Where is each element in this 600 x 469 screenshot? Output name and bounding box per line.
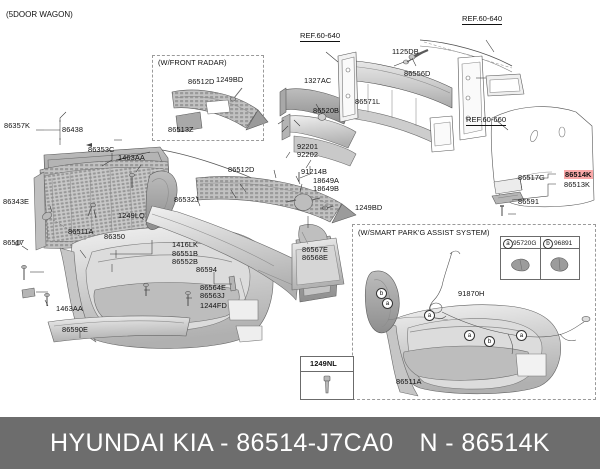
spas-inset [352, 224, 596, 400]
front-radar-inset-title: (W/FRONT RADAR) [158, 58, 227, 67]
footer-separator: - [220, 428, 229, 457]
footer-part-number: 86514-J7CA0 [236, 428, 394, 457]
variant-title: (5DOOR WAGON) [6, 10, 73, 19]
callout-92202: 92202 [297, 150, 319, 159]
callout-86520B: 86520B [313, 106, 340, 115]
spas-legend-divider-v [540, 236, 541, 280]
callout-1463AA-top: 1463AA [118, 153, 145, 162]
footer-banner: HYUNDAI KIA - 86514-J7CA0 N - 86514K [0, 417, 600, 469]
callout-18649A: 18649A [313, 176, 340, 185]
bolt-box-divider [300, 371, 354, 372]
spas-inset-title: (W/SMART PARK'G ASSIST SYSTEM) [358, 228, 490, 237]
spas-marker-b-2: b [484, 336, 495, 347]
callout-86594: 86594 [196, 265, 218, 274]
callout-1244FD: 1244FD [200, 301, 227, 310]
callout-86514K-highlighted[interactable]: 86514K [564, 170, 593, 180]
callout-86513K: 86513K [564, 180, 591, 189]
callout-91870H: 91870H [458, 289, 485, 298]
spas-legend-code-b: 96891 [554, 240, 573, 247]
reference-60-640-left[interactable]: REF.60-640 [300, 31, 341, 42]
spas-legend-code-a: 95720G [513, 240, 537, 247]
footer-brand: HYUNDAI KIA [49, 428, 213, 457]
callout-1249BD-radar: 1249BD [216, 75, 244, 84]
callout-86350: 86350 [104, 232, 126, 241]
bolt-icon [323, 375, 331, 394]
highlight-86514K: 86514K [564, 170, 593, 179]
callout-1125DB: 1125DB [392, 47, 419, 56]
spas-legend-key-a: a [503, 239, 513, 249]
callout-1249LQ: 1249LQ [118, 211, 145, 220]
spas-marker-a-1: a [382, 298, 393, 309]
callout-1416LK: 1416LK [172, 240, 199, 249]
reference-60-660[interactable]: REF.60-660 [466, 115, 507, 126]
callout-86511A-left: 86511A [68, 227, 94, 236]
footer-n-prefix: N - [419, 428, 455, 457]
callout-92201: 92201 [297, 142, 319, 151]
callout-86512D-center: 86512D [228, 165, 255, 174]
front-radar-inset [152, 55, 264, 141]
callout-86564E: 86564E [200, 283, 227, 292]
callout-1249BD-center: 1249BD [355, 203, 383, 212]
footer-text: HYUNDAI KIA - 86514-J7CA0 N - 86514K [50, 429, 550, 458]
callout-86343E: 86343E [3, 197, 30, 206]
callout-86517G: 86517G [518, 173, 545, 182]
callout-86353C: 86353C [88, 145, 115, 154]
spas-marker-a-4: a [516, 330, 527, 341]
callout-86357K: 86357K [4, 121, 31, 130]
spas-legend-sensor-icons [511, 257, 569, 272]
callout-86591: 86591 [518, 197, 540, 206]
callout-86571L: 86571L [355, 97, 381, 106]
spas-marker-a-2: a [424, 310, 435, 321]
callout-18649B: 18649B [313, 184, 340, 193]
footer-n-code: 86514K [461, 428, 550, 457]
callout-1249NL: 1249NL [310, 359, 337, 368]
reference-60-640-right[interactable]: REF.60-640 [462, 14, 503, 25]
callout-86551B: 86551B [172, 249, 199, 258]
callout-86590E: 86590E [62, 325, 89, 334]
spas-legend-key-b: b [543, 239, 553, 249]
callout-86438: 86438 [62, 125, 84, 134]
callout-86563J: 86563J [200, 291, 225, 300]
callout-86567E: 86567E [302, 245, 329, 254]
callout-86517: 86517 [3, 238, 25, 247]
callout-86532J: 86532J [174, 195, 199, 204]
callout-86513Z: 86513Z [168, 125, 194, 134]
callout-1327AC: 1327AC [304, 76, 332, 85]
callout-86511A-spas: 86511A [396, 377, 422, 386]
spas-marker-a-3: a [464, 330, 475, 341]
spas-marker-b-1: b [376, 288, 387, 299]
callout-86568E: 86568E [302, 253, 329, 262]
callout-1463AA-bottom: 1463AA [56, 304, 83, 313]
callout-86552B: 86552B [172, 257, 199, 266]
callout-91214B: 91214B [301, 167, 328, 176]
callout-86556D: 86556D [404, 69, 431, 78]
callout-86512D-radar: 86512D [188, 77, 215, 86]
